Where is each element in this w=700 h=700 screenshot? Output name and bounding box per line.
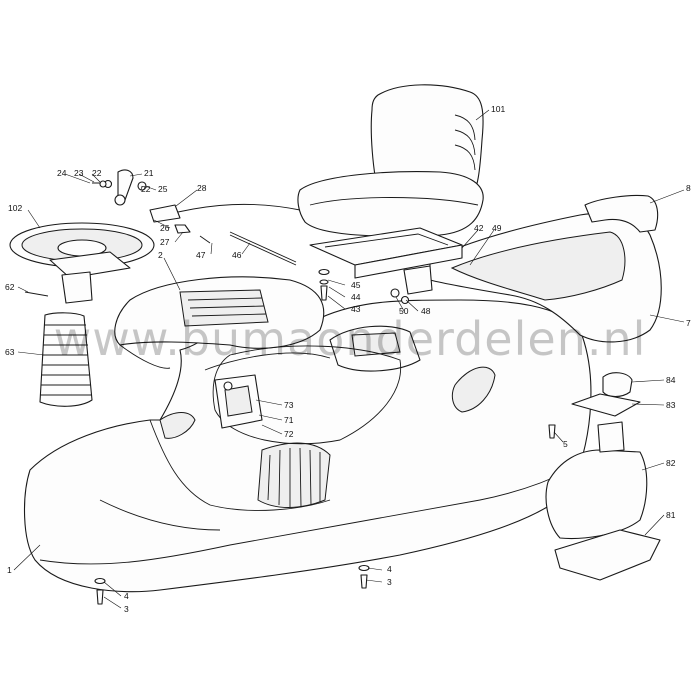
label-part-22: 22 (141, 184, 151, 194)
label-part-82: 82 (666, 458, 676, 468)
label-part-101: 101 (491, 104, 505, 114)
label-part-73: 73 (284, 400, 294, 410)
watermark-text: www.bumaonderdelen.nl (54, 312, 647, 366)
dashboard-cover (114, 276, 325, 369)
rear-fender (429, 212, 662, 343)
label-part-48: 48 (421, 306, 431, 316)
label-part-45: 45 (351, 280, 361, 290)
part-number-labels: 1 2 3 4 3 4 5 7 8 21 22 23 24 22 25 28 2… (5, 104, 691, 614)
label-part-7: 7 (686, 318, 691, 328)
body-side-grip (451, 366, 496, 413)
label-part-2: 2 (158, 250, 163, 260)
fuel-tank-tray (554, 529, 661, 581)
label-part-81: 81 (666, 510, 676, 520)
fuel-cap (602, 372, 633, 398)
label-part-1: 1 (7, 565, 12, 575)
label-part-84: 84 (666, 375, 676, 385)
label-part-27: 27 (160, 237, 170, 247)
label-part-21: 21 (144, 168, 154, 178)
linkage-rod (229, 231, 297, 263)
body-chassis (24, 299, 592, 593)
body-vent-grill (257, 442, 331, 508)
label-part-63: 63 (5, 347, 15, 357)
label-part-47: 47 (196, 250, 206, 260)
label-part-71: 71 (284, 415, 294, 425)
label-part-28: 28 (197, 183, 207, 193)
label-part-83: 83 (666, 400, 676, 410)
label-part-8: 8 (686, 183, 691, 193)
rear-hitch-bracket (584, 194, 659, 233)
label-part-4: 4 (124, 591, 129, 601)
fasteners (94, 268, 556, 605)
leader-lines (13, 109, 685, 609)
tank-bracket-top (571, 393, 641, 417)
seat-bracket (309, 227, 463, 295)
seat (297, 84, 484, 237)
label-part-102: 102 (8, 203, 22, 213)
body-front-pocket (159, 412, 196, 439)
label-part-22: 22 (92, 168, 102, 178)
label-part-46: 46 (232, 250, 242, 260)
label-part-50: 50 (399, 306, 409, 316)
label-part-3: 3 (124, 604, 129, 614)
label-part-49: 49 (492, 223, 502, 233)
label-part-43: 43 (351, 304, 361, 314)
battery-box (204, 352, 331, 429)
throttle-lever-assembly (92, 169, 301, 244)
fender-seat-window (450, 231, 626, 301)
label-part-72: 72 (284, 429, 294, 439)
fuel-tank (545, 421, 648, 539)
label-part-3: 3 (387, 577, 392, 587)
label-part-42: 42 (474, 223, 484, 233)
label-part-23: 23 (74, 168, 84, 178)
label-part-44: 44 (351, 292, 361, 302)
label-part-25: 25 (158, 184, 168, 194)
steering-column (24, 271, 93, 407)
label-part-62: 62 (5, 282, 15, 292)
label-part-24: 24 (57, 168, 67, 178)
steering-wheel (9, 222, 155, 279)
label-part-5: 5 (563, 439, 568, 449)
label-part-26: 26 (160, 223, 170, 233)
label-part-4: 4 (387, 564, 392, 574)
